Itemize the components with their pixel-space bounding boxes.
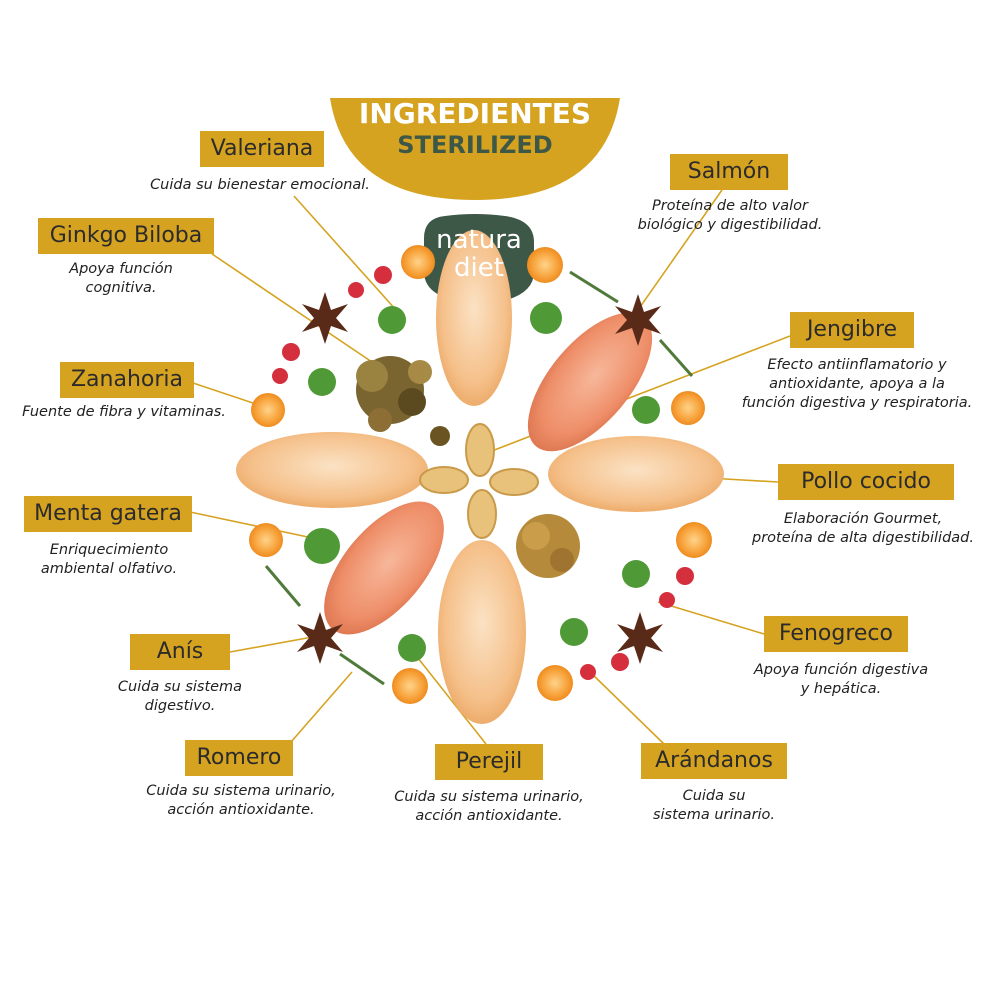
- label-perejil: Perejil: [435, 744, 543, 780]
- label-anis: Anís: [130, 634, 230, 670]
- rosemary-sprigs: [264, 270, 694, 686]
- ginger-slices: [419, 423, 539, 539]
- label-fenogreco: Fenogreco: [764, 616, 908, 652]
- desc-perejil: Cuida su sistema urinario, acción antiox…: [394, 789, 584, 824]
- label-zanahoria: Zanahoria: [60, 362, 194, 398]
- desc-anis: Cuida su sistema digestivo.: [117, 679, 243, 714]
- fenugreek-seeds: [516, 514, 580, 578]
- desc-valeriana: Cuida su bienestar emocional.: [150, 177, 370, 193]
- ginkgo-leaves: [356, 356, 450, 446]
- desc-fenogreco: Apoya función digestiva y hepática.: [753, 662, 929, 697]
- label-ginkgo-biloba: Ginkgo Biloba: [38, 218, 214, 254]
- header-banner: [330, 98, 620, 200]
- label-pollo-cocido: Pollo cocido: [778, 464, 954, 500]
- star-anise: [297, 292, 663, 664]
- desc-arandanos: Cuida su sistema urinario.: [652, 788, 776, 823]
- desc-zanahoria: Fuente de fibra y vitaminas.: [22, 404, 226, 420]
- label-menta-gatera: Menta gatera: [24, 496, 192, 532]
- desc-pollo-cocido: Elaboración Gourmet, proteína de alta di…: [751, 511, 974, 546]
- salmon-pieces: [324, 312, 653, 635]
- leader-lines: [189, 189, 791, 745]
- brand-line-1: natura: [436, 225, 522, 255]
- label-salmon: Salmón: [670, 154, 788, 190]
- carrot-slices: [249, 245, 712, 704]
- label-arandanos: Arándanos: [641, 743, 787, 779]
- cranberries: [272, 266, 694, 680]
- herbs: [304, 302, 660, 662]
- desc-romero: Cuida su sistema urinario, acción antiox…: [146, 783, 336, 818]
- header-title: INGREDIENTES: [358, 97, 592, 130]
- desc-menta-gatera: Enriquecimiento ambiental olfativo.: [40, 542, 178, 577]
- label-romero: Romero: [185, 740, 293, 776]
- brand-line-2: diet: [454, 253, 504, 283]
- chicken-pieces: [236, 230, 724, 724]
- desc-ginkgo-biloba: Apoya función cognitiva.: [69, 261, 173, 296]
- desc-salmon: Proteína de alto valor biológico y diges…: [637, 198, 823, 233]
- label-jengibre: Jengibre: [790, 312, 914, 348]
- label-valeriana: Valeriana: [200, 131, 324, 167]
- desc-jengibre: Efecto antiinflamatorio y antioxidante, …: [741, 357, 973, 411]
- header-subtitle: STERILIZED: [397, 131, 553, 159]
